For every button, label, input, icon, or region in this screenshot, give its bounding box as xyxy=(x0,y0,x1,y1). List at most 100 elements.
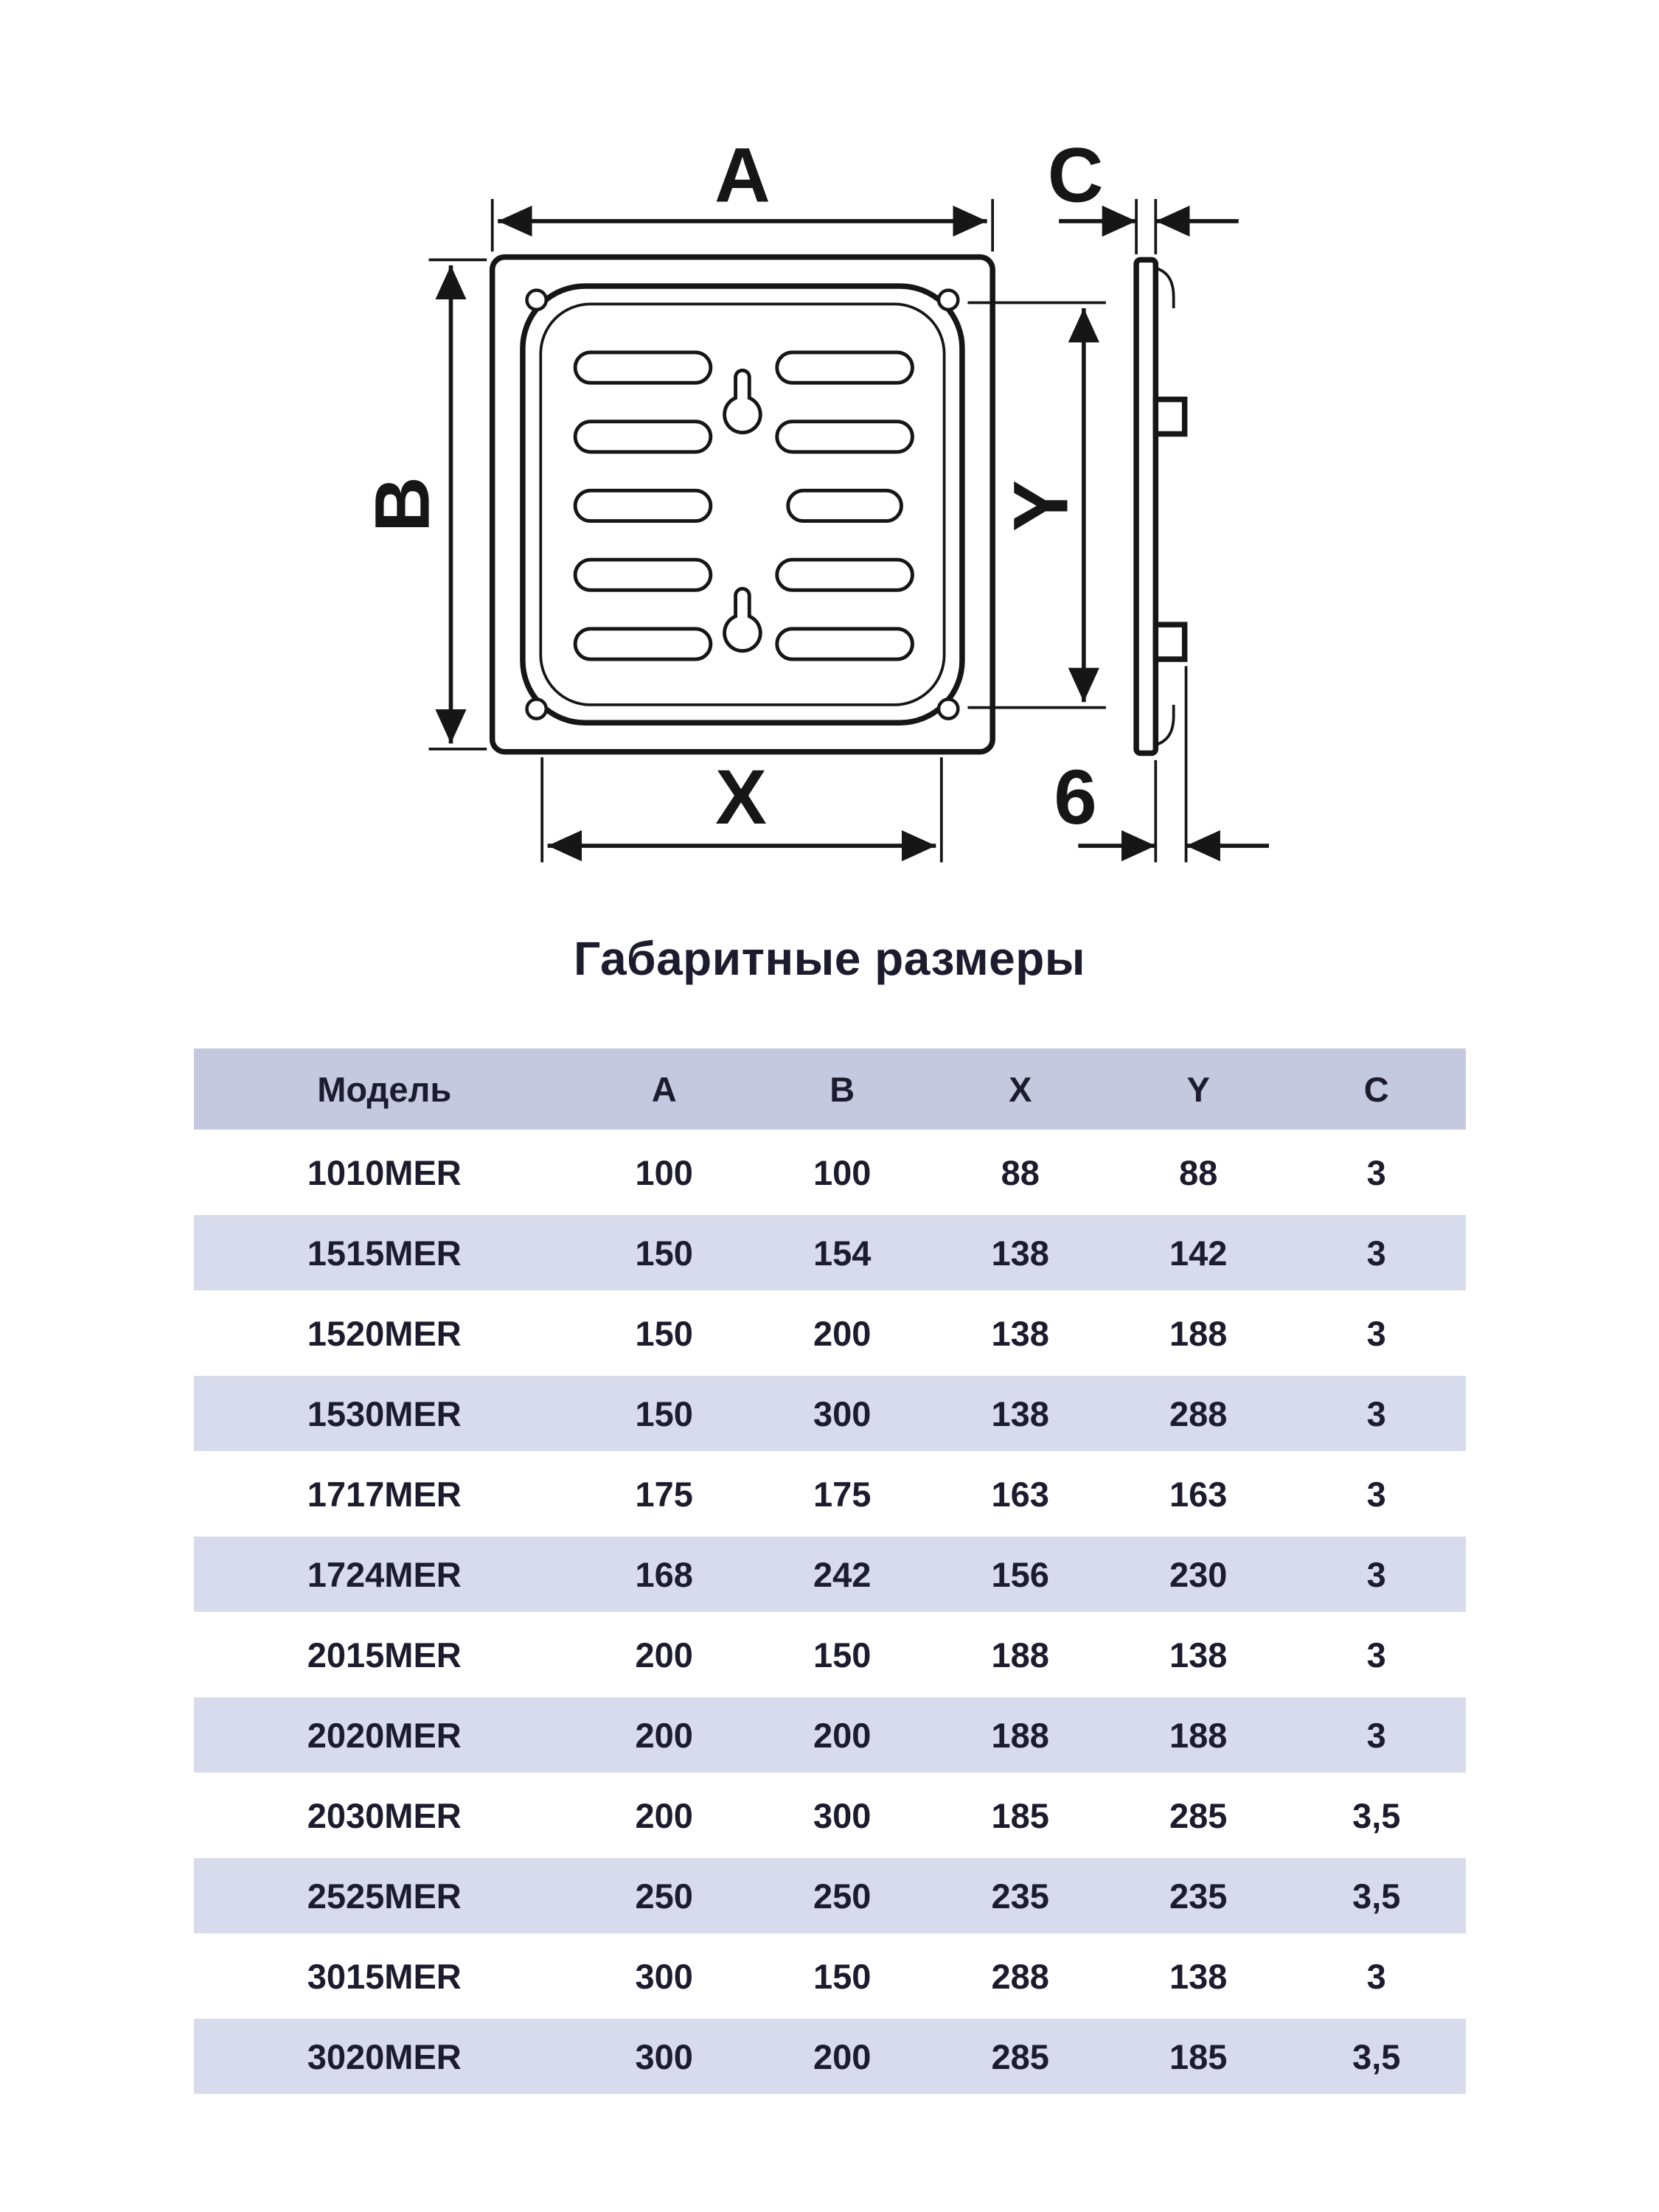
value-cell: 3,5 xyxy=(1287,2019,1466,2094)
value-cell: 138 xyxy=(1109,1617,1287,1692)
col-header-x: X xyxy=(931,1048,1110,1130)
model-cell: 2020MER xyxy=(193,1697,575,1773)
value-cell: 3 xyxy=(1287,1697,1466,1773)
dimension-X: X xyxy=(540,754,943,863)
value-cell: 200 xyxy=(575,1697,754,1773)
value-cell: 3 xyxy=(1287,1537,1466,1612)
corner-hole xyxy=(525,288,549,312)
col-header-b: B xyxy=(753,1048,931,1130)
value-cell: 300 xyxy=(753,1778,931,1853)
model-cell: 1515MER xyxy=(193,1215,575,1290)
value-cell: 100 xyxy=(575,1135,754,1210)
louver-slot xyxy=(775,557,914,592)
value-cell: 175 xyxy=(753,1456,931,1531)
louver-slot xyxy=(775,350,914,385)
value-cell: 200 xyxy=(753,2019,931,2094)
value-cell: 163 xyxy=(931,1456,1110,1531)
value-cell: 3 xyxy=(1287,1376,1466,1451)
value-cell: 185 xyxy=(1109,2019,1287,2094)
value-cell: 285 xyxy=(931,2019,1110,2094)
corner-hole xyxy=(525,698,549,720)
value-cell: 200 xyxy=(753,1295,931,1371)
model-cell: 1010MER xyxy=(193,1135,575,1210)
dim-label-y: Y xyxy=(998,480,1084,532)
model-cell: 1530MER xyxy=(193,1376,575,1451)
grille-side-view xyxy=(1133,257,1188,757)
louver-slot xyxy=(775,420,914,454)
value-cell: 250 xyxy=(575,1858,754,1933)
dimension-Y: Y xyxy=(967,301,1106,709)
keyhole-mounting-hole xyxy=(723,587,762,653)
value-cell: 175 xyxy=(575,1456,754,1531)
value-cell: 250 xyxy=(753,1858,931,1933)
col-header-c: C xyxy=(1287,1048,1466,1130)
value-cell: 142 xyxy=(1109,1215,1287,1290)
mounting-clip xyxy=(1152,622,1188,662)
value-cell: 150 xyxy=(575,1215,754,1290)
value-cell: 138 xyxy=(1109,1938,1287,2014)
value-cell: 156 xyxy=(931,1537,1110,1612)
value-cell: 200 xyxy=(575,1617,754,1692)
model-cell: 2015MER xyxy=(193,1617,575,1692)
louver-slot xyxy=(573,627,713,661)
dimension-A: A xyxy=(490,133,995,252)
model-cell: 3020MER xyxy=(193,2019,575,2094)
value-cell: 188 xyxy=(1109,1697,1287,1773)
corner-hole xyxy=(936,698,960,720)
dimension-drawing-svg: A C B Y xyxy=(359,133,1270,863)
value-cell: 230 xyxy=(1109,1537,1287,1612)
dimension-clip-depth: 6 xyxy=(1054,666,1270,863)
value-cell: 200 xyxy=(753,1697,931,1773)
value-cell: 3 xyxy=(1287,1135,1466,1210)
value-cell: 185 xyxy=(931,1778,1110,1853)
table-header-row: Модель A B X Y C xyxy=(193,1048,1466,1130)
value-cell: 242 xyxy=(753,1537,931,1612)
value-cell: 168 xyxy=(575,1537,754,1612)
grille-dimension-diagram: A C B Y xyxy=(0,0,1659,912)
value-cell: 163 xyxy=(1109,1456,1287,1531)
value-cell: 138 xyxy=(931,1376,1110,1451)
model-cell: 3015MER xyxy=(193,1938,575,2014)
value-cell: 188 xyxy=(1109,1295,1287,1371)
value-cell: 300 xyxy=(753,1376,931,1451)
dimension-B: B xyxy=(359,258,487,751)
model-cell: 1724MER xyxy=(193,1537,575,1612)
louver-slot xyxy=(573,557,713,592)
value-cell: 154 xyxy=(753,1215,931,1290)
model-cell: 1717MER xyxy=(193,1456,575,1531)
value-cell: 150 xyxy=(575,1376,754,1451)
value-cell: 3 xyxy=(1287,1215,1466,1290)
value-cell: 88 xyxy=(931,1135,1110,1210)
louver-slot xyxy=(573,420,713,454)
value-cell: 188 xyxy=(931,1617,1110,1692)
value-cell: 3 xyxy=(1287,1617,1466,1692)
table-header: Модель A B X Y C xyxy=(193,1048,1466,1130)
dimension-C: C xyxy=(1048,133,1239,254)
value-cell: 3 xyxy=(1287,1938,1466,2014)
dim-label-clip-depth: 6 xyxy=(1054,754,1096,841)
value-cell: 300 xyxy=(575,1938,754,2014)
value-cell: 88 xyxy=(1109,1135,1287,1210)
dim-label-c: C xyxy=(1048,133,1104,219)
value-cell: 288 xyxy=(931,1938,1110,2014)
model-cell: 2030MER xyxy=(193,1778,575,1853)
col-header-model: Модель xyxy=(193,1048,575,1130)
louver-slot xyxy=(573,350,713,385)
value-cell: 300 xyxy=(575,2019,754,2094)
section-title: Габаритные размеры xyxy=(574,932,1085,985)
louver-slot xyxy=(775,627,914,661)
